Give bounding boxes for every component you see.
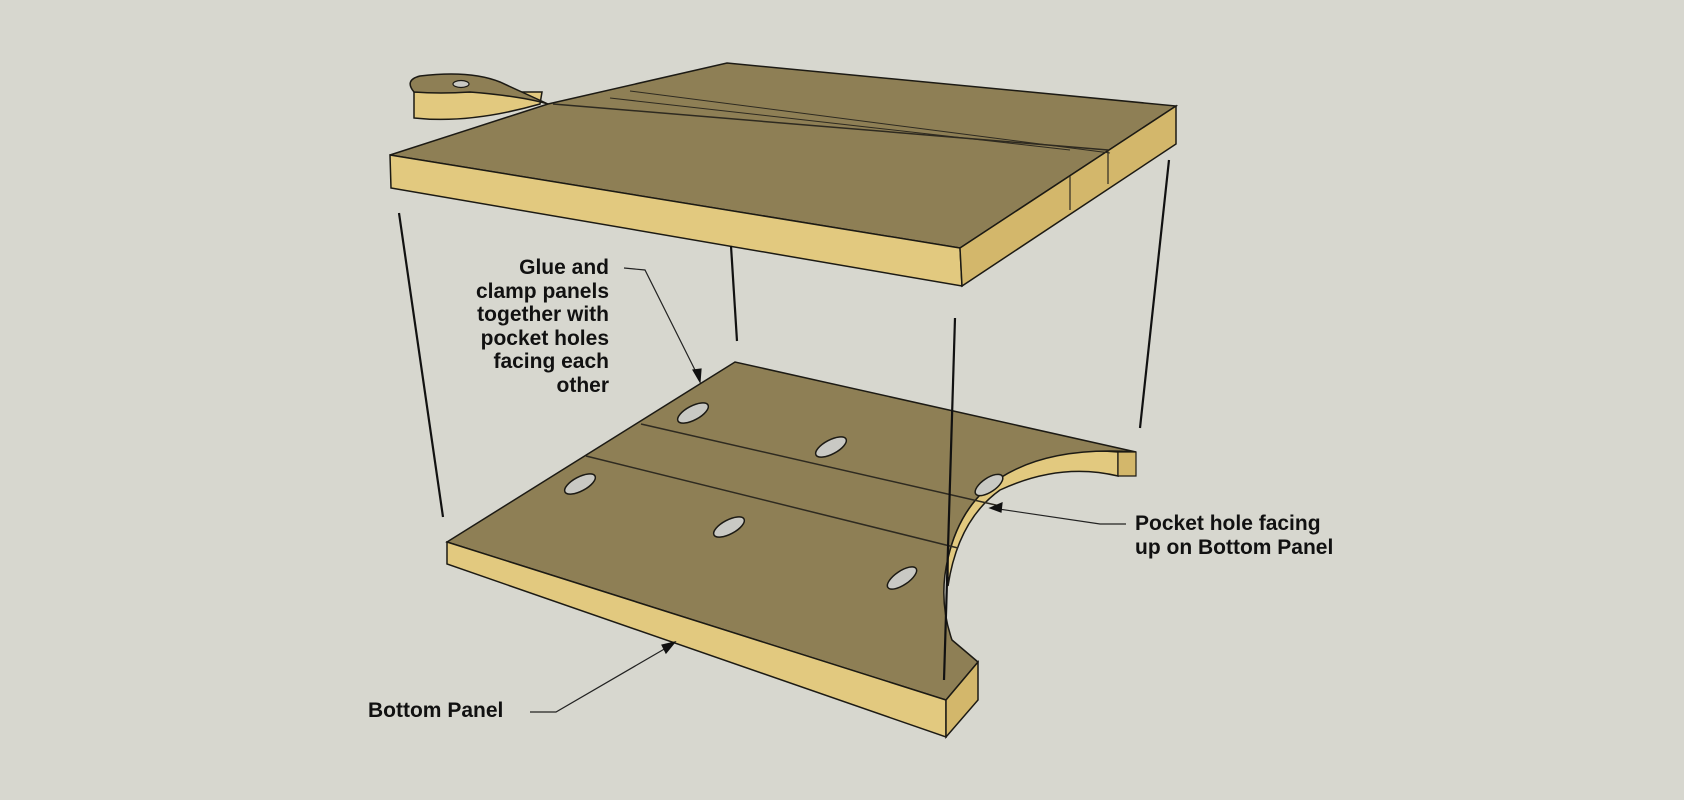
glue-callout-line: clamp panels xyxy=(475,279,609,303)
pocket-hole xyxy=(814,436,848,458)
bottom-panel-callout: Bottom Panel xyxy=(368,699,504,722)
glue-callout-line: Glue and xyxy=(519,256,609,279)
pocket-hole xyxy=(712,516,746,538)
pocket-hole-callout-line: up on Bottom Panel xyxy=(1135,535,1334,559)
pocket-leader-line xyxy=(991,507,1126,525)
top-panel-handle-edge xyxy=(413,91,543,121)
alignment-line-center xyxy=(729,245,739,342)
bottom-leader-arrow xyxy=(661,641,677,655)
top-panel xyxy=(389,62,1179,288)
alignment-line-right-front xyxy=(942,317,957,681)
bottom-panel-nub-edge xyxy=(1117,451,1137,477)
pocket-hole xyxy=(676,402,710,424)
bottom-panel xyxy=(445,361,1137,740)
glue-callout-line: together with xyxy=(477,303,609,326)
pocket-hole xyxy=(974,473,1004,497)
pocket-hole xyxy=(563,473,597,495)
top-panel-seam-3 xyxy=(609,97,1071,151)
glue-callout-line: other xyxy=(556,373,610,397)
bottom-panel-seam-2 xyxy=(585,455,959,549)
top-panel-handle-top xyxy=(409,73,549,105)
glue-leader-arrow xyxy=(692,368,702,384)
top-panel-seam-2 xyxy=(629,90,1111,154)
pocket-hole-callout: Pocket hole facing up on Bottom Panel xyxy=(1135,512,1333,559)
pocket-hole xyxy=(886,566,918,590)
pocket-hole-callout-line: Pocket hole facing xyxy=(1135,512,1321,535)
bottom-panel-face xyxy=(445,361,1137,701)
alignment-line-left xyxy=(397,212,445,518)
alignment-lines xyxy=(397,159,1171,681)
glue-callout: Glue and clamp panels together with pock… xyxy=(476,256,609,397)
bottom-panel-right-edge xyxy=(945,659,979,740)
bottom-leader-line xyxy=(530,643,674,713)
glue-callout-line: facing each xyxy=(493,350,609,373)
hanging-hole xyxy=(452,79,470,89)
leader-lines xyxy=(530,267,1126,713)
alignment-line-right-back xyxy=(1138,159,1171,429)
top-panel-seam-1 xyxy=(552,103,1109,151)
glue-callout-line: pocket holes xyxy=(480,326,609,350)
pocket-leader-arrow xyxy=(988,502,1003,513)
glue-leader-line xyxy=(623,267,701,381)
top-panel-right-edge xyxy=(959,104,1177,288)
bottom-panel-seam-1 xyxy=(640,423,1001,507)
